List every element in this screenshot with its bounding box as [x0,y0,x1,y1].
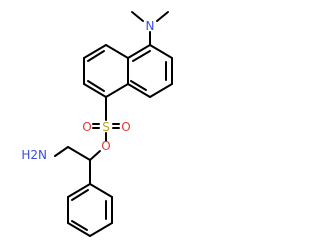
bond-ring-l1 [105,44,129,59]
bond-ph-4-inner [71,220,88,231]
dimethylamino-group [131,11,169,46]
bond-ring-l2-inner [87,50,105,62]
bond-ring-r5-inner [130,80,147,91]
naphthalene-left-ring [83,44,129,98]
bond-ph-1 [89,183,113,198]
bond-ring-l2 [83,44,107,59]
sulfonyl-group [92,96,120,142]
phenyl-ring [67,183,113,237]
bond-ring-fused-bottom [127,83,151,98]
atom-label-amine: H2N [21,148,47,162]
structure-svg: N S O O O H2N [0,0,250,250]
molecule-diagram: N S O O O H2N [0,0,250,250]
bond-n-methyl-right [156,11,169,22]
bond-ester-o-carbon [89,150,101,161]
bond-n-methyl-left [131,11,144,22]
canvas-background [0,0,250,250]
atom-label-oxygen-left: O [82,120,91,134]
bond-ring-r4-inner [132,50,151,62]
atom-label-oxygen-right: O [121,120,130,134]
bond-ch-ch2 [67,146,91,161]
naphthalene-right-ring [127,44,173,98]
atom-label-n-dimethylamino: N [146,19,155,33]
bond-ring-r1 [149,44,173,59]
atom-label-sulfur: S [102,120,110,134]
bond-ch2-amine [54,146,69,157]
bond-ring-l5 [105,83,129,98]
bond-ph-3 [89,222,113,237]
bond-ph-6-inner [71,189,89,201]
bond-ph-4 [67,222,91,237]
bond-ring-r4 [127,44,151,59]
atom-label-oxygen-ester: O [101,139,110,153]
bond-ring-r3 [149,83,173,98]
bond-ph-6 [67,183,91,198]
bond-ring-l4 [83,83,107,98]
bond-ring-l4-inner [87,80,105,92]
side-chain [54,146,101,185]
